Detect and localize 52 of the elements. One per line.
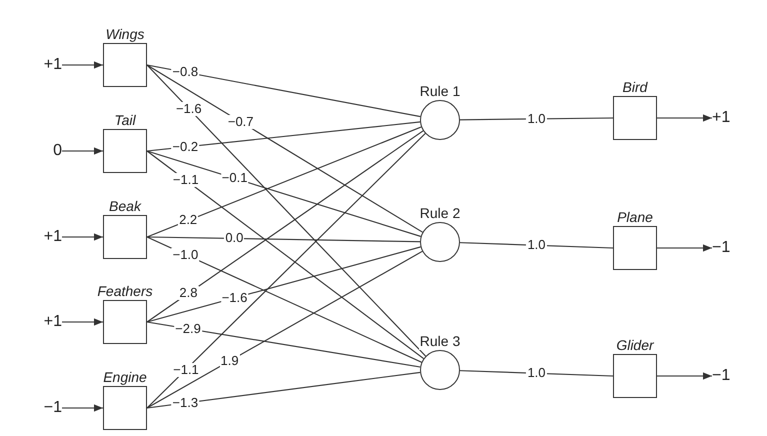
arrow bbox=[62, 233, 103, 241]
output-value: −1 bbox=[712, 239, 752, 257]
weight-label: −1.6 bbox=[220, 290, 248, 305]
connection-line bbox=[147, 236, 420, 242]
connection-line bbox=[146, 236, 422, 363]
connection-line bbox=[146, 372, 420, 409]
weight-label: 1.9 bbox=[220, 354, 240, 368]
input-value: +1 bbox=[22, 228, 62, 246]
weight-label: −0.8 bbox=[171, 65, 200, 80]
arrow bbox=[657, 372, 712, 380]
connection-line bbox=[146, 64, 426, 356]
connection-line bbox=[146, 121, 420, 152]
connection-line bbox=[146, 250, 423, 408]
connection-line bbox=[146, 246, 421, 323]
weight-label: −1.6 bbox=[174, 102, 203, 116]
input-value: +1 bbox=[22, 313, 62, 331]
weight-label: 2.8 bbox=[178, 286, 198, 300]
weight-label: −1.3 bbox=[171, 396, 200, 410]
arrow bbox=[657, 244, 712, 252]
connection-line bbox=[460, 242, 614, 249]
weight-label: −2.9 bbox=[174, 322, 202, 336]
input-value: +1 bbox=[22, 56, 62, 74]
arrow bbox=[62, 404, 103, 412]
input-value: 0 bbox=[22, 142, 62, 160]
connection-line bbox=[146, 64, 420, 118]
input-value: −1 bbox=[22, 399, 62, 417]
arrow bbox=[62, 61, 103, 69]
weight-label: −0.1 bbox=[220, 171, 248, 186]
connection-line bbox=[146, 64, 423, 233]
weight-label: 0.0 bbox=[224, 231, 244, 246]
weight-label: −1.1 bbox=[172, 362, 200, 377]
output-value: −1 bbox=[712, 367, 752, 385]
connection-line bbox=[460, 117, 613, 120]
weight-label: 1.0 bbox=[526, 112, 547, 126]
arrow bbox=[62, 147, 103, 155]
output-value: +1 bbox=[712, 109, 752, 127]
weight-label: 1.0 bbox=[526, 366, 547, 380]
connection-line bbox=[146, 150, 424, 360]
connection-line bbox=[460, 370, 614, 377]
connection-line bbox=[146, 321, 420, 368]
weight-label: −1.1 bbox=[172, 173, 200, 188]
arrow bbox=[62, 318, 103, 326]
weight-label: −0.7 bbox=[226, 114, 255, 129]
connection-line bbox=[146, 150, 421, 237]
connection-line bbox=[146, 130, 424, 322]
weight-label: 2.2 bbox=[178, 213, 198, 228]
weight-label: 1.0 bbox=[526, 238, 547, 252]
arrow bbox=[657, 114, 712, 122]
weight-label: −1.0 bbox=[172, 248, 200, 262]
connection-line bbox=[146, 133, 426, 408]
weight-label: −0.2 bbox=[171, 140, 200, 154]
connection-line bbox=[146, 126, 422, 238]
